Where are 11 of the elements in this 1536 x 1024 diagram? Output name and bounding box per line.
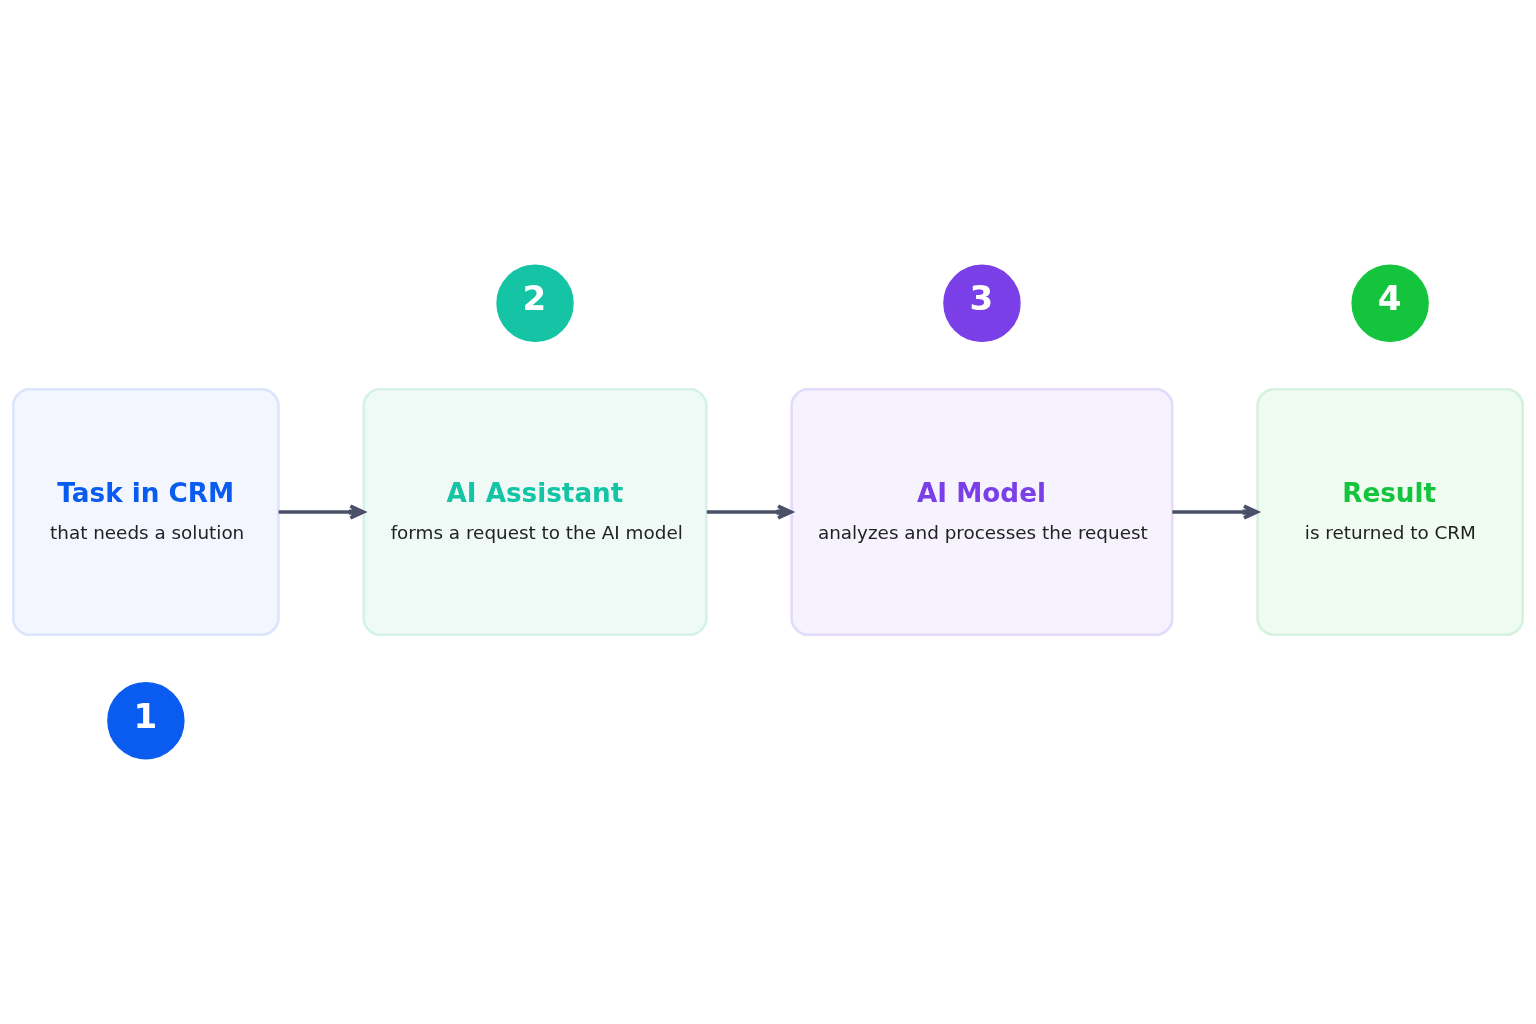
node-box: Task in CRM that needs a solution — [12, 387, 280, 637]
node-circle: 4 — [1351, 264, 1429, 343]
node-circle: 1 — [107, 681, 185, 760]
arrow — [1172, 504, 1259, 520]
node-circle: 2 — [496, 264, 574, 343]
node-box: AI Model analyzes and processes the request — [790, 387, 1174, 637]
arrow — [278, 504, 366, 520]
node-box: AI Assistant forms a request to the AI model — [362, 387, 708, 637]
node-circle: 3 — [943, 264, 1021, 343]
node-box: Result is returned to CRM — [1256, 387, 1524, 637]
arrow — [706, 504, 793, 520]
